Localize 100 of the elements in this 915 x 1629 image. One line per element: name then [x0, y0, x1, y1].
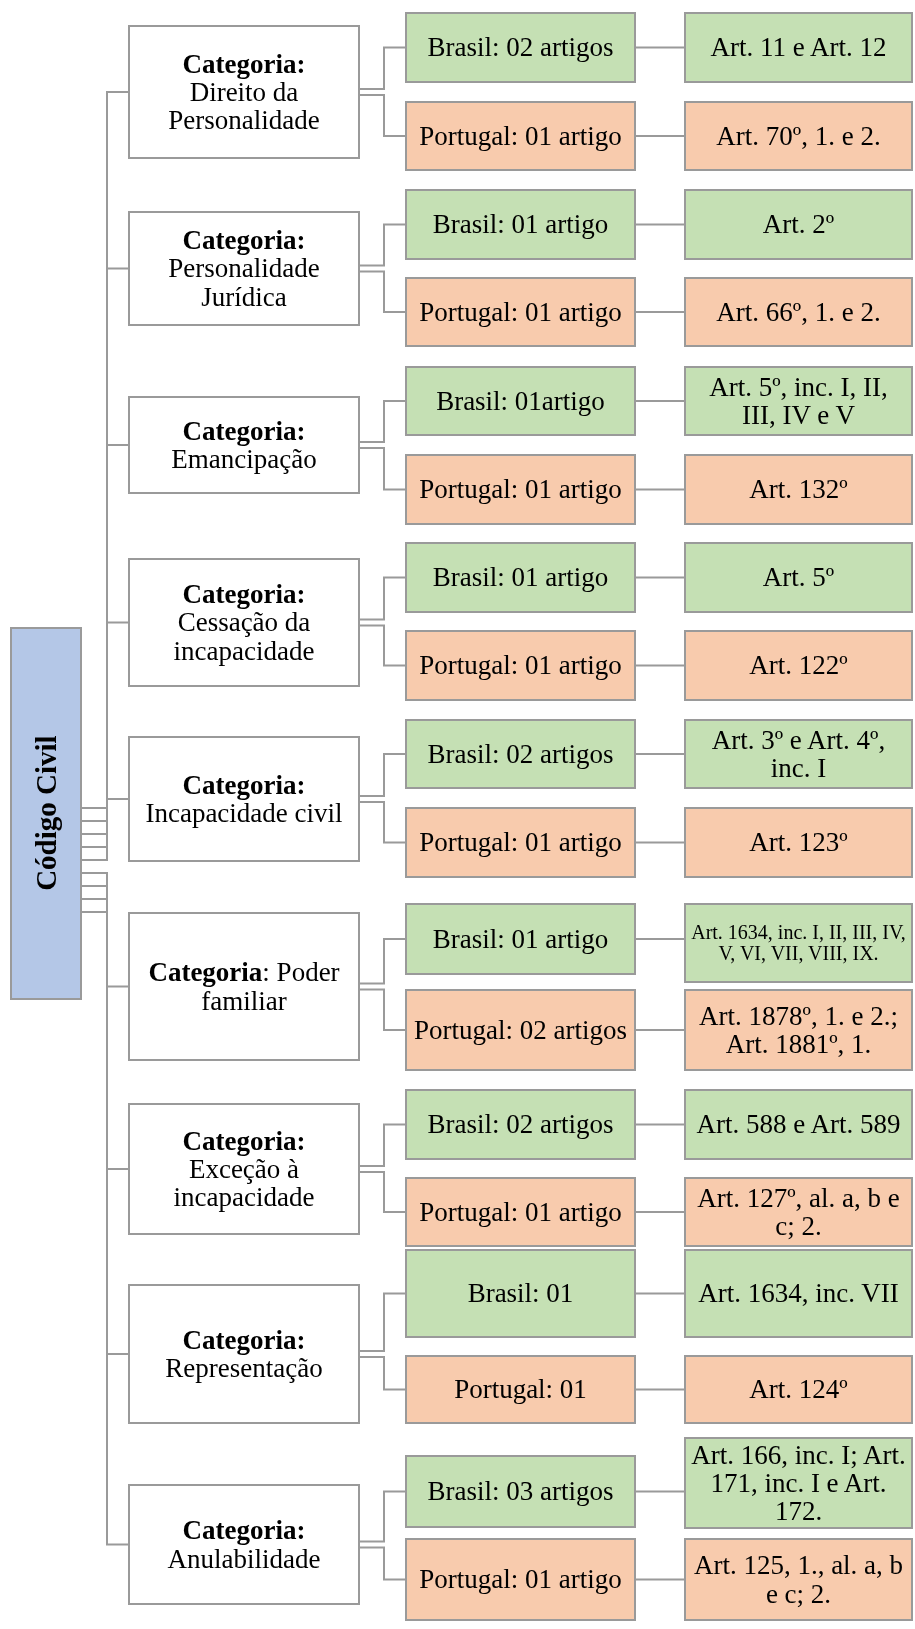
- country-box: [405, 1355, 636, 1424]
- connector-line: [635, 841, 685, 844]
- connector-line: [81, 872, 129, 988]
- connector-line: [359, 938, 406, 985]
- connector-line: [635, 488, 685, 491]
- category-box: [128, 1103, 360, 1235]
- root-label: Código Civil: [30, 735, 62, 892]
- connector-line: [635, 1578, 685, 1581]
- article-box: [684, 719, 913, 789]
- article-box: [684, 12, 913, 83]
- category-label: Incapacidade civil: [145, 799, 343, 828]
- article-reference: Art. 588 e Art. 589: [696, 1110, 901, 1139]
- country-box: [405, 454, 636, 525]
- country-label: Portugal: 01: [454, 1375, 587, 1404]
- connector-line: [359, 1490, 406, 1543]
- article-box: [684, 807, 913, 878]
- country-label: Portugal: 01 artigo: [419, 828, 622, 857]
- article-box: [684, 1249, 913, 1338]
- connector-line: [81, 91, 129, 809]
- category-heading: Categoria:: [182, 226, 306, 255]
- article-reference: Art. 1878º, 1. e 2.; Art. 1881º, 1.: [698, 1001, 899, 1059]
- connector-line: [635, 1029, 685, 1031]
- article-reference: Art. 127º, al. a, b e c; 2.: [696, 1183, 901, 1241]
- category-box: [128, 558, 360, 687]
- article-reference: Art. 2º: [762, 210, 835, 239]
- connector-line: [81, 911, 129, 1546]
- connector-line: [635, 400, 685, 402]
- category-box: [128, 1284, 360, 1424]
- connector-line: [359, 447, 406, 491]
- article-box: [684, 630, 913, 701]
- country-label: Brasil: 03 artigos: [427, 1477, 614, 1506]
- country-label: Brasil: 01 artigo: [432, 563, 609, 592]
- connector-line: [635, 135, 685, 137]
- category-heading: Categoria:: [182, 49, 306, 78]
- connector-line: [81, 898, 129, 1355]
- category-box: [128, 736, 360, 862]
- connector-line: [635, 576, 685, 579]
- article-box: [684, 903, 913, 983]
- country-box: [405, 903, 636, 975]
- connector-line: [359, 801, 406, 844]
- article-reference: Art. 11 e Art. 12: [710, 33, 887, 62]
- country-box: [405, 1455, 636, 1528]
- connector-line: [359, 576, 406, 621]
- country-label: Portugal: 01 artigo: [419, 475, 622, 504]
- connector-line: [359, 1292, 406, 1352]
- category-heading: Categoria:: [182, 1325, 306, 1354]
- connector-line: [359, 400, 406, 443]
- root-box: [10, 627, 82, 1000]
- country-label: Brasil: 02 artigos: [427, 739, 614, 769]
- category-heading: Categoria:: [182, 580, 306, 609]
- category-box: [128, 211, 360, 326]
- category-label: Personalidade Jurídica: [167, 254, 321, 311]
- article-reference: Art. 124º: [749, 1375, 848, 1404]
- article-box: [684, 542, 913, 613]
- connector-line: [359, 46, 406, 90]
- article-box: [684, 101, 913, 171]
- connector-line: [635, 1123, 685, 1126]
- category-box: [128, 912, 360, 1061]
- country-label: Portugal: 01 artigo: [419, 651, 622, 680]
- connector-line: [635, 753, 685, 755]
- country-label: Brasil: 01: [467, 1279, 574, 1308]
- country-label: Portugal: 01 artigo: [419, 297, 622, 327]
- country-box: [405, 277, 636, 347]
- connector-line: [635, 1211, 685, 1213]
- country-label: Brasil: 01 artigo: [432, 210, 609, 239]
- article-reference: Art. 66º, 1. e 2.: [716, 297, 881, 327]
- country-label: Brasil: 01artigo: [436, 386, 605, 416]
- category-heading: Categoria:: [182, 1516, 306, 1545]
- country-box: [405, 366, 636, 436]
- connector-line: [359, 1123, 406, 1167]
- article-reference: Art. 5º, inc. I, II, III, IV e V: [708, 372, 889, 430]
- country-label: Brasil: 02 artigos: [427, 33, 614, 62]
- connector-line: [635, 938, 685, 940]
- country-box: [405, 12, 636, 83]
- country-box: [405, 719, 636, 789]
- article-box: [684, 1538, 913, 1621]
- article-box: [684, 277, 913, 347]
- connector-line: [359, 1356, 406, 1391]
- article-box: [684, 454, 913, 525]
- country-label: Portugal: 01 artigo: [419, 1197, 622, 1227]
- country-box: [405, 1249, 636, 1338]
- category-heading: Categoria:: [182, 770, 306, 799]
- category-label: Anulabilidade: [167, 1544, 321, 1573]
- country-label: Brasil: 01 artigo: [432, 924, 609, 954]
- article-reference: Art. 1634, inc. VII: [698, 1279, 899, 1308]
- category-label: Emancipação: [171, 445, 317, 474]
- connector-line: [635, 46, 685, 49]
- connector-line: [635, 223, 685, 226]
- connector-line: [81, 798, 129, 861]
- category-heading: Categoria:: [182, 1126, 306, 1155]
- country-box: [405, 542, 636, 613]
- article-reference: Art. 122º: [749, 651, 848, 680]
- connector-line: [359, 270, 406, 313]
- article-box: [684, 189, 913, 260]
- connector-line: [359, 94, 406, 137]
- article-reference: Art. 123º: [749, 828, 848, 857]
- article-reference: Art. 1634, inc. I, II, III, IV, V, VI, VII, VIII, IX.: [690, 922, 907, 964]
- country-box: [405, 189, 636, 260]
- connector-line: [635, 1292, 685, 1295]
- country-label: Portugal: 01 artigo: [419, 1565, 622, 1594]
